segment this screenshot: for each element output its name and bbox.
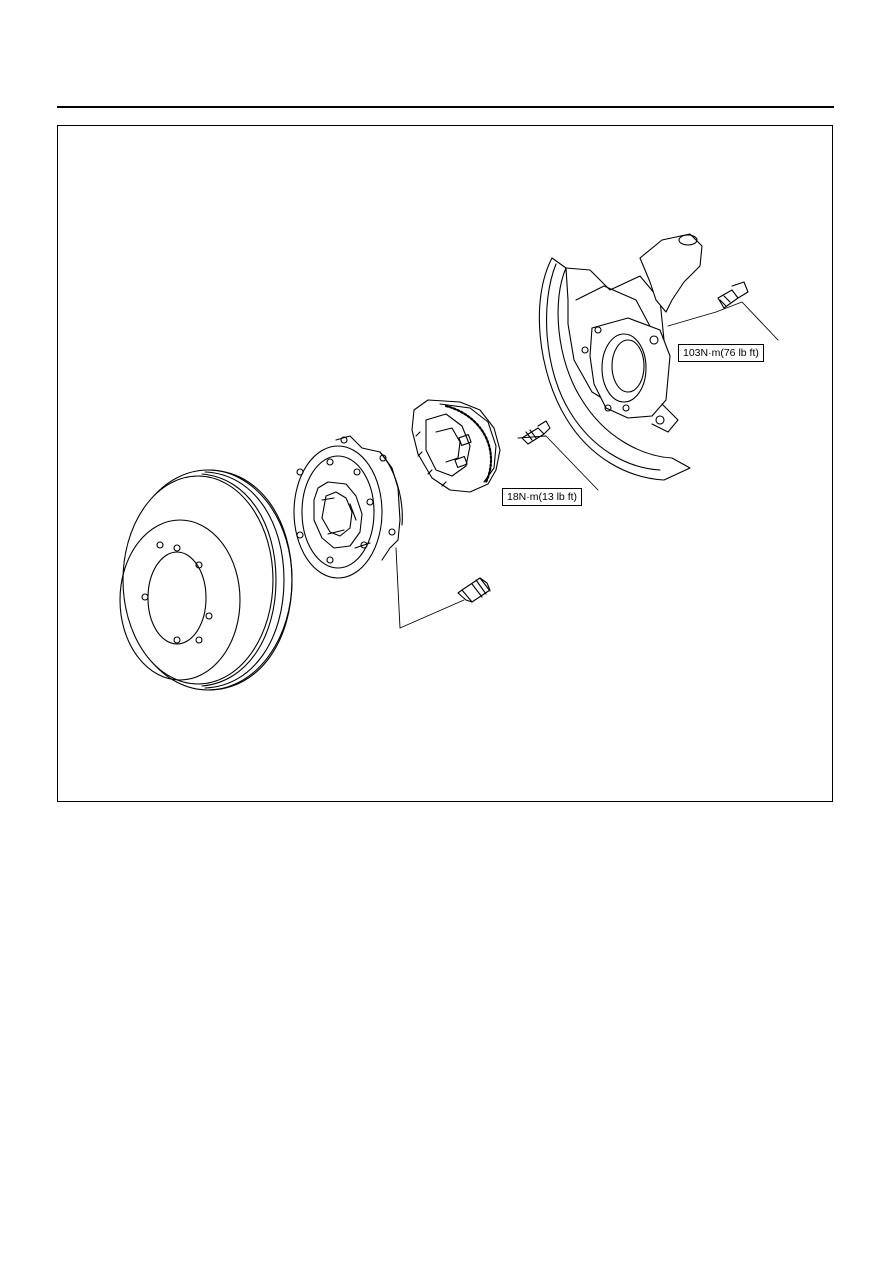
wheel-stud — [457, 577, 491, 603]
wheel-hub-assembly — [293, 435, 403, 579]
abs-sensor-ring — [411, 399, 501, 493]
rotor-bolt-hole — [205, 612, 213, 620]
hub-stud-hole — [326, 458, 334, 466]
rotor-bolt-hole — [141, 593, 149, 601]
knuckle-bolt — [717, 281, 749, 309]
rotor-bolt-hole — [156, 541, 164, 549]
leader-lines — [395, 301, 779, 629]
brake-disc-rotor — [119, 469, 293, 691]
rotor-bolt-hole — [173, 544, 181, 552]
rotor-bolt-hole — [195, 561, 203, 569]
hub-stud-hole — [296, 468, 304, 476]
knuckle-bolt-hole — [622, 404, 630, 412]
knuckle-bolt-hole — [655, 415, 665, 425]
sensor-bolt — [521, 420, 551, 445]
knuckle-bolt-hole — [594, 326, 602, 334]
knuckle-bolt-hole — [581, 346, 589, 354]
header-rule — [57, 106, 834, 108]
hub-stud-hole — [360, 541, 368, 549]
hub-stud-hole — [366, 498, 374, 506]
splash-shield — [538, 257, 691, 481]
hub-stud-hole — [296, 531, 304, 539]
knuckle-bolt-hole — [604, 404, 612, 412]
steering-knuckle — [581, 233, 703, 433]
diagram-frame — [57, 125, 833, 802]
knuckle-bolt-hole — [649, 335, 659, 345]
torque-label-knuckle-bolt: 103N·m(76 lb ft) — [678, 344, 764, 362]
hub-stud-hole — [326, 556, 334, 564]
rotor-bolt-hole — [195, 636, 203, 644]
torque-label-sensor-bolt: 18N·m(13 lb ft) — [502, 488, 583, 506]
rotor-bolt-hole — [173, 636, 181, 644]
hub-stud-hole — [353, 468, 361, 476]
